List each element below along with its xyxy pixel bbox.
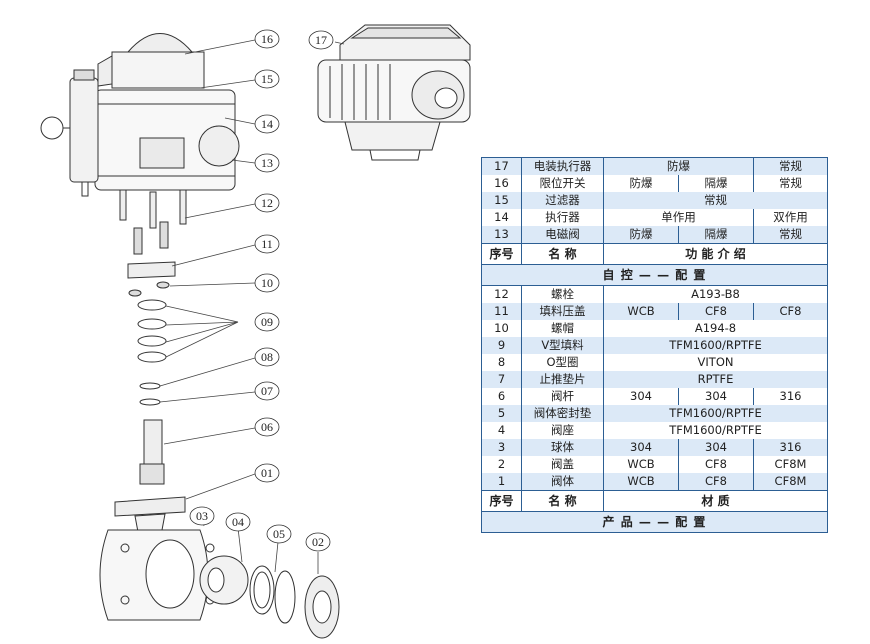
svg-text:14: 14	[261, 117, 273, 131]
table-row: 16 限位开关 防爆 隔爆 常规	[481, 175, 828, 192]
callout-10: 10	[254, 273, 280, 293]
section-title-automation: 自 控 — — 配 置	[481, 264, 828, 286]
svg-text:03: 03	[196, 509, 208, 523]
svg-text:17: 17	[315, 33, 327, 47]
table-row: 3 球体 304 304 316	[481, 439, 828, 456]
table-row: 12 螺栓 A193-B8	[481, 285, 828, 303]
callout-09: 09	[254, 312, 280, 332]
svg-text:12: 12	[261, 196, 273, 210]
valve-stem-illustration	[139, 419, 165, 485]
callout-labels: 16 17 15 14 13 12 11 10 09 08 07 06 01 0…	[189, 29, 334, 552]
callout-03: 03	[189, 506, 215, 526]
table-row: 8 O型圈 VITON	[481, 354, 828, 371]
svg-text:11: 11	[261, 237, 273, 251]
table-row: 7 止推垫片 RPTFE	[481, 371, 828, 388]
callout-13: 13	[254, 153, 280, 173]
svg-text:16: 16	[261, 32, 273, 46]
valve-body-illustration	[99, 496, 215, 621]
table-row: 10 螺帽 A194-8	[481, 320, 828, 337]
ball-illustration	[199, 555, 249, 605]
svg-text:02: 02	[312, 535, 324, 549]
svg-text:13: 13	[261, 156, 273, 170]
callout-16: 16	[254, 29, 280, 49]
callout-04: 04	[225, 512, 251, 532]
svg-text:15: 15	[261, 72, 273, 86]
parts-spec-table: 17 电装执行器 防爆 常规 16 限位开关 防爆 隔爆 常规 15 过滤器 常…	[481, 157, 828, 533]
table-row: 14 执行器 单作用 双作用	[481, 209, 828, 226]
gland-and-packing-illustration	[127, 261, 176, 406]
callout-05: 05	[266, 524, 292, 544]
table-row: 13 电磁阀 防爆 隔爆 常规	[481, 226, 828, 244]
callout-02: 02	[305, 532, 331, 552]
svg-text:06: 06	[261, 420, 273, 434]
svg-text:10: 10	[261, 276, 273, 290]
table-row: 2 阀盖 WCB CF8 CF8M	[481, 456, 828, 473]
callout-01: 01	[254, 463, 280, 483]
table-row: 15 过滤器 常规	[481, 192, 828, 209]
callout-14: 14	[254, 114, 280, 134]
table-header-product: 序号 名 称 材 质	[481, 490, 828, 512]
callout-08: 08	[254, 347, 280, 367]
callout-15: 15	[254, 69, 280, 89]
seats-and-gasket-illustration	[249, 565, 296, 624]
table-row: 5 阀体密封垫 TFM1600/RPTFE	[481, 405, 828, 422]
callout-12: 12	[254, 193, 280, 213]
svg-text:01: 01	[261, 466, 273, 480]
svg-text:09: 09	[261, 315, 273, 329]
table-row: 6 阀杆 304 304 316	[481, 388, 828, 405]
svg-text:05: 05	[273, 527, 285, 541]
pneumatic-actuator-assembly-illustration	[40, 33, 240, 197]
leader-lines	[159, 39, 345, 574]
bolts-illustration	[119, 189, 187, 255]
callout-06: 06	[254, 417, 280, 437]
table-row: 1 阀体 WCB CF8 CF8M	[481, 473, 828, 491]
callout-07: 07	[254, 381, 280, 401]
svg-text:07: 07	[261, 384, 273, 398]
electric-actuator-illustration	[317, 24, 471, 161]
svg-text:04: 04	[232, 515, 244, 529]
callout-17: 17	[308, 30, 334, 50]
callout-11: 11	[254, 234, 280, 254]
table-header-automation: 序号 名 称 功 能 介 绍	[481, 243, 828, 265]
table-row: 11 填料压盖 WCB CF8 CF8	[481, 303, 828, 320]
section-title-product: 产 品 — — 配 置	[481, 511, 828, 533]
table-row: 17 电装执行器 防爆 常规	[481, 157, 828, 175]
valve-cap-illustration	[304, 575, 340, 639]
table-row: 4 阀座 TFM1600/RPTFE	[481, 422, 828, 439]
table-row: 9 V型填料 TFM1600/RPTFE	[481, 337, 828, 354]
svg-text:08: 08	[261, 350, 273, 364]
